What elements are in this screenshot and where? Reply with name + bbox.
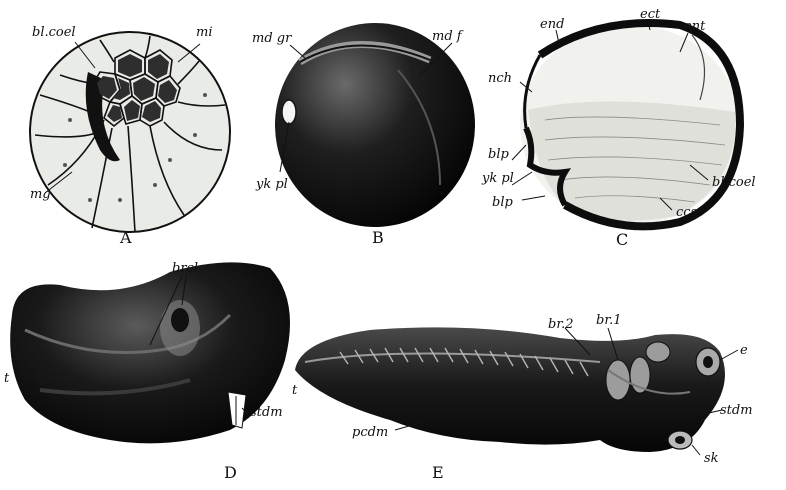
label-tail-d: t <box>4 372 9 385</box>
caption-e: E <box>432 465 444 481</box>
label-branchial-cleft: brcl <box>172 262 198 275</box>
label-enteron: ent <box>684 20 705 33</box>
caption-c: C <box>616 232 628 248</box>
label-blastopore-upper: blp <box>488 148 509 161</box>
label-yolk-plug: yk pl <box>256 178 288 191</box>
caption-d: D <box>224 465 237 481</box>
label-stomodaeum-d: stdm <box>250 406 283 419</box>
label-blastocoel-c: bl.coel <box>712 176 756 189</box>
label-first-branchial-arch: br.1 <box>596 314 622 327</box>
label-yolk-plug-c: yk pl <box>482 172 514 185</box>
label-ccs: ccs <box>676 206 697 219</box>
figure-d-early-larva <box>10 262 290 443</box>
label-blastocoel: bl.coel <box>32 26 76 39</box>
label-stomodaeum-e: stdm <box>720 404 753 417</box>
label-sucker: sk <box>704 452 719 465</box>
label-ectoderm: ect <box>640 8 660 21</box>
figure-c-section <box>512 22 740 226</box>
label-tail-e: t <box>292 384 297 397</box>
label-eye: e <box>740 344 748 357</box>
label-proctodaeum: pcdm <box>352 426 388 439</box>
figure-a-cleaving-egg <box>30 32 230 232</box>
label-notochord: nch <box>488 72 512 85</box>
label-macromeres: mg <box>30 188 51 201</box>
caption-b: B <box>372 230 384 246</box>
caption-a: A <box>120 230 132 246</box>
label-medullary-groove: md gr <box>252 32 291 45</box>
label-medullary-fold: md f <box>432 30 462 43</box>
figure-b-egg-exterior <box>275 23 475 227</box>
label-micromeres: mi <box>196 26 213 39</box>
label-second-branchial-arch: br.2 <box>548 318 574 331</box>
label-blastopore-lower: blp <box>492 196 513 209</box>
label-endoderm: end <box>540 18 564 31</box>
